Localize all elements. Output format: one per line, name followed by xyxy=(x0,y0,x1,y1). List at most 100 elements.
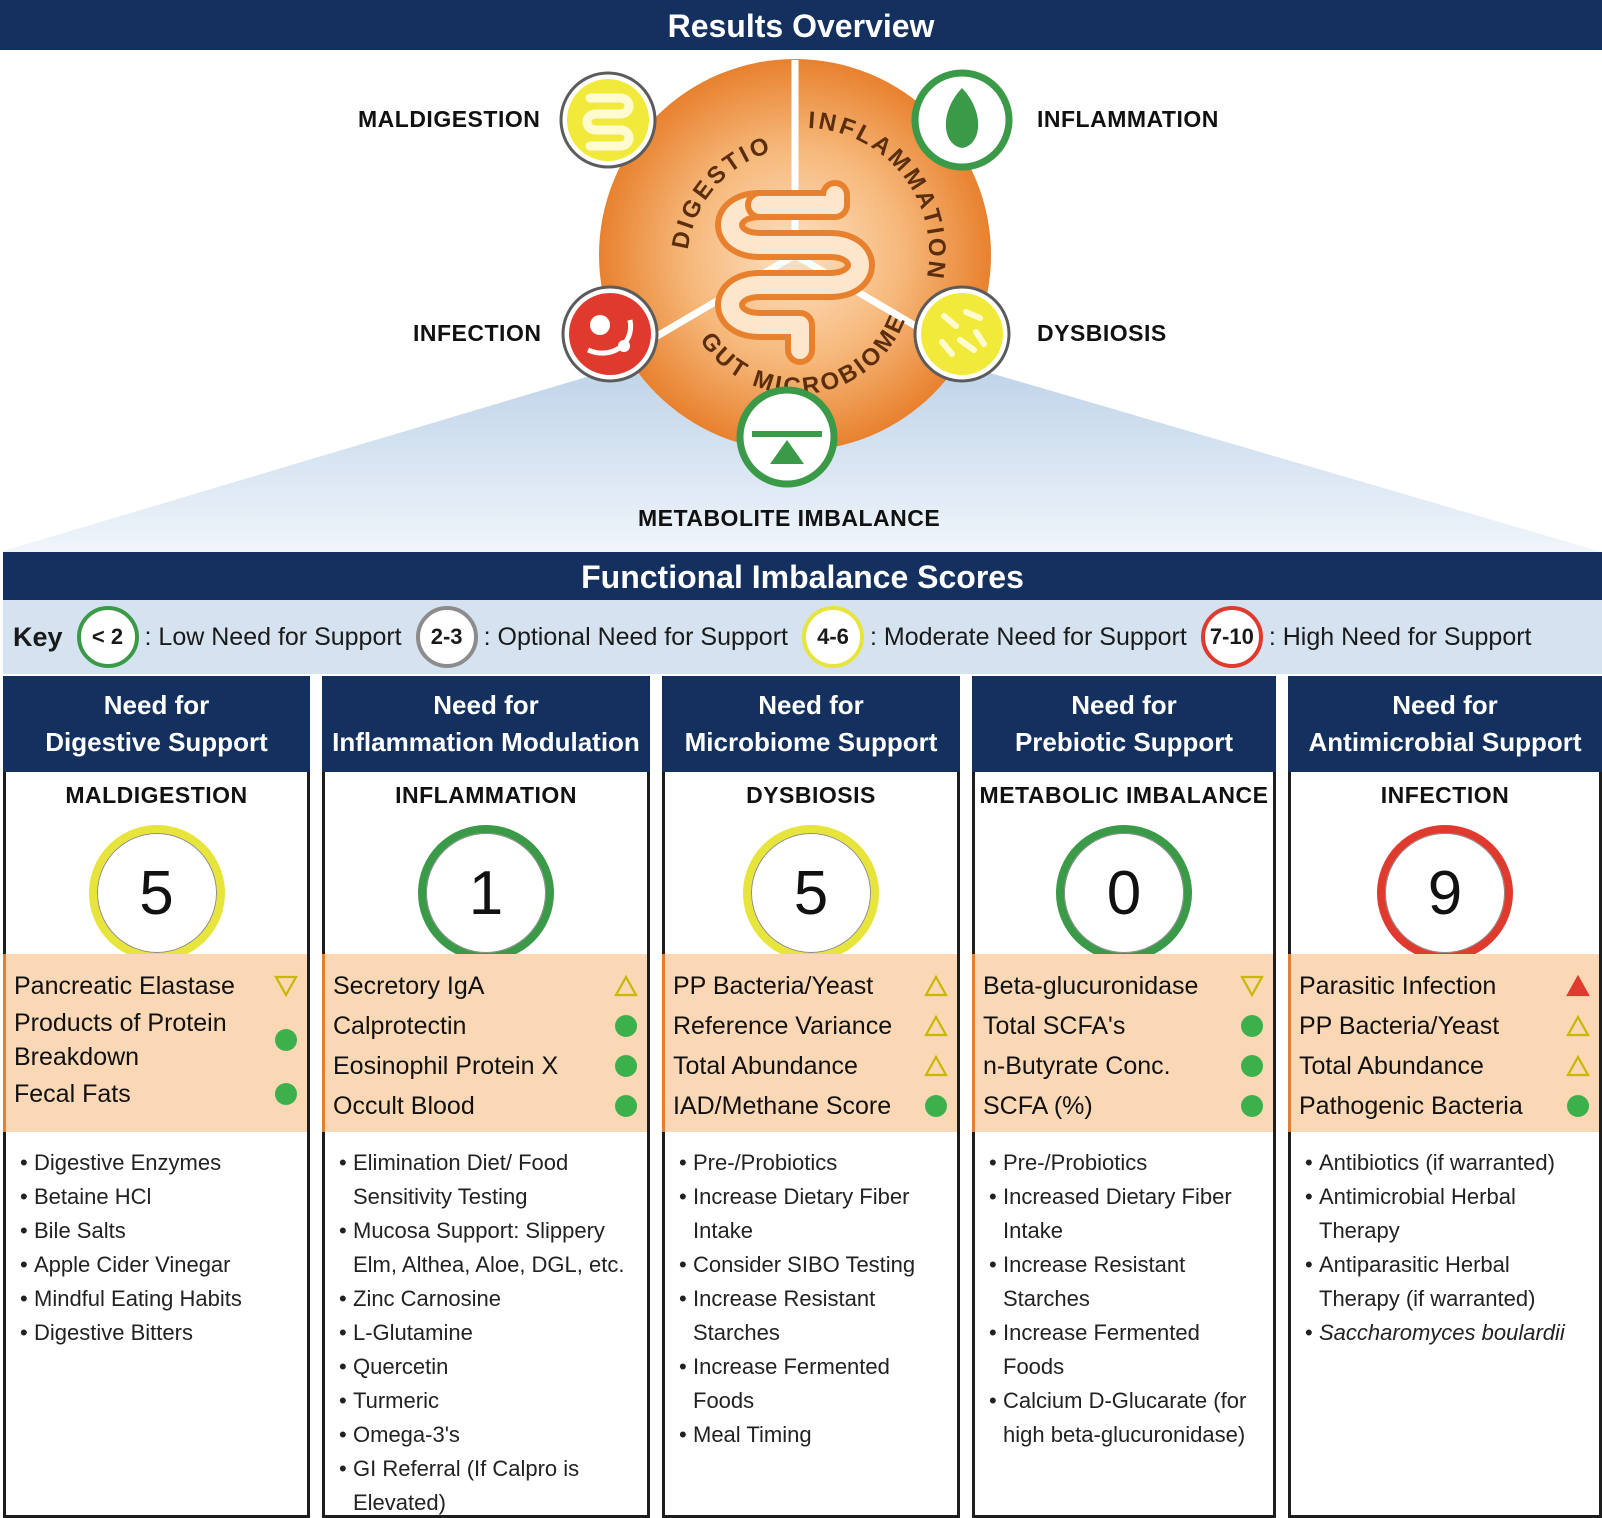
marker-row: Fecal Fats xyxy=(14,1074,299,1114)
column-header-line2: Antimicrobial Support xyxy=(1308,727,1582,757)
green-dot-icon xyxy=(1565,1093,1591,1119)
marker-row: Occult Blood xyxy=(333,1086,639,1126)
marker-name: Total Abundance xyxy=(1299,1052,1484,1080)
recommendation-item: •Apple Cider Vinegar xyxy=(20,1248,297,1282)
recommendation-item: •Turmeric xyxy=(339,1384,637,1418)
bullet-icon: • xyxy=(679,1150,687,1175)
recommendation-text: Increase Resistant Starches xyxy=(1003,1252,1186,1311)
recommendation-item: •Pre-/Probiotics xyxy=(989,1146,1263,1180)
green-dot-icon xyxy=(923,1093,949,1119)
recommendation-text: Increase Dietary Fiber Intake xyxy=(693,1184,910,1243)
bullet-icon: • xyxy=(20,1218,28,1243)
marker-name: Beta-glucuronidase xyxy=(983,972,1199,1000)
green-dot-icon xyxy=(1239,1053,1265,1079)
column-header-line2: Digestive Support xyxy=(45,727,268,757)
marker-name: Eosinophil Protein X xyxy=(333,1052,559,1080)
gut-wheel-diagram: DIGESTION INFLAMMATION GUT MICROBIOME xyxy=(0,50,1602,552)
marker-name: Reference Variance xyxy=(673,1012,893,1040)
inflammation-node-icon xyxy=(911,69,1013,171)
bullet-icon: • xyxy=(339,1354,347,1379)
marker-row: Calprotectin xyxy=(333,1006,639,1046)
marker-name: Calprotectin xyxy=(333,1012,467,1040)
bullet-icon: • xyxy=(20,1184,28,1209)
bullet-icon: • xyxy=(1305,1184,1313,1209)
bullet-icon: • xyxy=(679,1184,687,1209)
category-label: INFECTION xyxy=(1380,782,1510,808)
recommendation-text: Antiparasitic Herbal Therapy (if warrant… xyxy=(1319,1252,1536,1311)
marker-row: PP Bacteria/Yeast xyxy=(673,966,949,1006)
marker-row: Total Abundance xyxy=(1299,1046,1591,1086)
marker-row: Beta-glucuronidase xyxy=(983,966,1265,1006)
recommendation-text: Pre-/Probiotics xyxy=(693,1150,838,1175)
recommendation-item: •Mindful Eating Habits xyxy=(20,1282,297,1316)
recommendation-text: Increase Resistant Starches xyxy=(693,1286,876,1345)
marker-name: PP Bacteria/Yeast xyxy=(673,972,874,1000)
bullet-icon: • xyxy=(679,1252,687,1277)
column-header-line1: Need for xyxy=(103,690,210,720)
marker-name: Pancreatic Elastase xyxy=(14,972,235,1000)
recommendation-item: •Antibiotics (if warranted) xyxy=(1305,1146,1589,1180)
bullet-icon: • xyxy=(339,1150,347,1175)
recommendation-item: •Mucosa Support: Slippery Elm, Althea, A… xyxy=(339,1214,637,1282)
column-header-line1: Need for xyxy=(1071,690,1177,720)
recommendation-text: Mindful Eating Habits xyxy=(34,1286,242,1311)
bullet-icon: • xyxy=(989,1388,997,1413)
recommendation-text: Apple Cider Vinegar xyxy=(34,1252,231,1277)
recommendation-item: •Increased Dietary Fiber Intake xyxy=(989,1180,1263,1248)
key-badge-high: 7-10 xyxy=(1200,606,1263,668)
recommendation-text: Digestive Enzymes xyxy=(34,1150,222,1175)
bullet-icon: • xyxy=(339,1320,347,1345)
triangle-down-icon xyxy=(273,973,299,999)
recommendation-item: •Zinc Carnosine xyxy=(339,1282,637,1316)
column-header-line1: Need for xyxy=(433,690,539,720)
dysbiosis-node-icon xyxy=(913,285,1011,383)
bullet-icon: • xyxy=(339,1422,347,1447)
recommendation-item: •Increase Dietary Fiber Intake xyxy=(679,1180,947,1248)
column-header-line2: Prebiotic Support xyxy=(1014,727,1234,757)
key-text-optional: : Optional Need for Support xyxy=(483,622,788,651)
bullet-icon: • xyxy=(339,1456,347,1481)
recommendation-item: •Antiparasitic Herbal Therapy (if warran… xyxy=(1305,1248,1589,1316)
marker-name: Parasitic Infection xyxy=(1299,972,1497,1000)
green-dot-icon xyxy=(613,1013,639,1039)
recommendation-text: L-Glutamine xyxy=(353,1320,473,1345)
green-dot-icon xyxy=(1239,1013,1265,1039)
bullet-icon: • xyxy=(989,1150,997,1175)
marker-name: n-Butyrate Conc. xyxy=(983,1052,1171,1080)
recommendation-item: •Increase Resistant Starches xyxy=(989,1248,1263,1316)
bullet-icon: • xyxy=(1305,1320,1313,1345)
recommendation-text: Betaine HCl xyxy=(34,1184,152,1209)
green-dot-icon xyxy=(273,1027,299,1053)
category-label: INFLAMMATION xyxy=(395,782,577,808)
marker-row: Reference Variance xyxy=(673,1006,949,1046)
recommendation-text: Increase Fermented Foods xyxy=(693,1354,890,1413)
recommendation-text: Turmeric xyxy=(353,1388,439,1413)
key-text-low: : Low Need for Support xyxy=(144,622,402,651)
key-badge-optional: 2-3 xyxy=(415,606,478,668)
recommendation-text: Bile Salts xyxy=(34,1218,126,1243)
bullet-icon: • xyxy=(1305,1150,1313,1175)
column-header-line2: Inflammation Modulation xyxy=(332,727,640,757)
marker-name: Fecal Fats xyxy=(14,1080,131,1108)
recommendation-item: •Digestive Bitters xyxy=(20,1316,297,1350)
label-maldigestion: MALDIGESTION xyxy=(358,106,541,132)
key-badge-moderate: 4-6 xyxy=(801,606,864,668)
recommendation-text: Digestive Bitters xyxy=(34,1320,193,1345)
marker-row: Total SCFA's xyxy=(983,1006,1265,1046)
recommendation-item: •Increase Fermented Foods xyxy=(679,1350,947,1418)
recommendation-list: •Pre-/Probiotics•Increased Dietary Fiber… xyxy=(975,1140,1273,1452)
marker-name: Products of Protein Breakdown xyxy=(14,1009,227,1071)
marker-row: Pancreatic Elastase xyxy=(14,966,299,1006)
recommendation-text: Pre-/Probiotics xyxy=(1003,1150,1148,1175)
marker-name: PP Bacteria/Yeast xyxy=(1299,1012,1500,1040)
recommendation-item: •Calcium D-Glucarate (for high beta-gluc… xyxy=(989,1384,1263,1452)
recommendation-text: Antibiotics (if warranted) xyxy=(1319,1150,1555,1175)
bullet-icon: • xyxy=(989,1252,997,1277)
label-metabolite-imbalance: METABOLITE IMBALANCE xyxy=(638,505,941,531)
